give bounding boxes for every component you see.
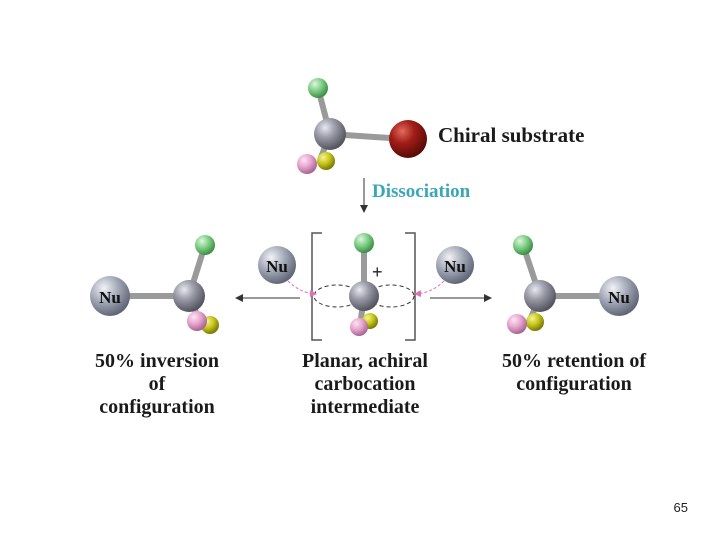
right-bracket [405,232,416,341]
attack-arrow-left [287,280,317,298]
carbon-atom [314,118,346,150]
leaving-group-atom [389,120,427,158]
inversion-product-molecule: Nu [90,235,219,334]
slide-number: 65 [673,500,688,515]
carbon-atom [524,280,556,312]
pink-substituent [507,314,527,334]
nucleophile-bonded: Nu [599,276,639,316]
green-substituent [195,235,215,255]
svg-text:Nu: Nu [266,257,288,276]
pink-substituent [350,318,368,336]
pink-substituent [187,311,207,331]
green-substituent [308,78,328,98]
retention-product-molecule: Nu [507,235,639,334]
yellow-substituent [526,313,544,331]
svg-text:Nu: Nu [99,288,121,307]
pink-substituent [297,154,317,174]
nucleophile-bonded: Nu [90,276,130,316]
carbon-atom [173,280,205,312]
positive-charge: + [372,262,383,282]
green-substituent [513,235,533,255]
svg-text:Nu: Nu [444,257,466,276]
substrate-label: Chiral substrate [438,123,585,147]
nucleophile-right: Nu [436,246,474,284]
retention-caption: 50% retention of configuration [501,350,647,395]
carbocation-intermediate: + [311,232,416,341]
left-bracket [311,232,322,341]
nucleophile-left: Nu [258,246,296,284]
svg-text:Nu: Nu [608,288,630,307]
dissociation-label: Dissociation [372,181,471,202]
yellow-substituent [317,152,335,170]
inversion-caption: 50% inversion of configuration [95,350,219,418]
carbon-atom [349,281,379,311]
carbocation-caption: Planar, achiral carbocation intermediate [302,350,428,418]
chiral-substrate-molecule [297,78,427,174]
attack-arrow-right [414,280,445,298]
p-orbital-right-lobe [367,284,415,308]
green-substituent [354,233,374,253]
